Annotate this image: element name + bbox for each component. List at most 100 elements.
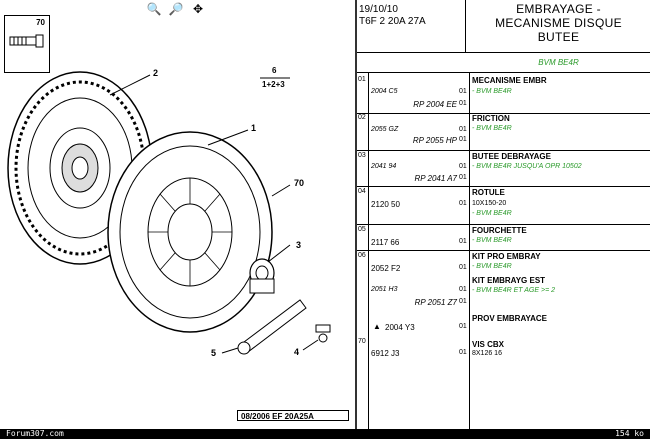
row-sub: 8X126 16: [472, 350, 502, 357]
row-separator: [357, 113, 650, 114]
row-ref: 2052 F2: [371, 264, 401, 273]
screw-part-box: 70: [4, 15, 50, 73]
row-qty: 01: [459, 264, 467, 271]
table-row[interactable]: 70 6912 J3 01 VIS CBX 8X126 16: [357, 338, 650, 362]
row-number: 04: [358, 188, 366, 195]
status-bar: Forum307.com 154 ko: [0, 429, 650, 439]
row-qty: 01: [459, 349, 467, 356]
warning-triangle-icon: ▲: [373, 322, 381, 331]
row-rp: RP 2041 A7: [414, 174, 457, 183]
callout-70: 70: [294, 178, 305, 188]
column-separator-2: [469, 72, 470, 439]
table-row[interactable]: 2051 H3 RP 2051 Z7 01 01 KIT EMBRAYG EST…: [357, 276, 650, 310]
header-date: 19/10/10: [359, 4, 398, 15]
row-rp: RP 2055 HP: [412, 136, 457, 145]
row-number: 06: [358, 252, 366, 259]
table-row[interactable]: 06 2052 F2 01 KIT PRO EMBRAY - BVM BE4R: [357, 252, 650, 276]
table-row[interactable]: 02 2055 GZ RP 2055 HP 01 01 FRICTION - B…: [357, 114, 650, 150]
table-row[interactable]: ▲ 2004 Y3 01 PROV EMBRAYACE: [357, 312, 650, 336]
ball-pivot: [315, 324, 331, 343]
row-qty: 01: [459, 286, 467, 293]
fraction-denominator: 1+2+3: [262, 80, 285, 89]
callout-4: 4: [294, 347, 300, 357]
table-row[interactable]: 01 2004 C5 RP 2004 EE 01 01 MECANISME EM…: [357, 76, 650, 114]
panel-divider: [355, 0, 357, 439]
row-sub: - BVM BE4R: [472, 125, 512, 132]
row-sub: - BVM BE4R ET AGE >= 2: [472, 287, 555, 294]
row-desc: PROV EMBRAYACE: [472, 314, 547, 323]
exploded-diagram: [7, 34, 331, 355]
row-ref: 2041 94: [371, 163, 397, 170]
row-desc: ROTULE: [472, 188, 505, 197]
column-separator-1: [368, 72, 369, 439]
release-bearing: [249, 258, 275, 294]
row-number: 03: [358, 152, 366, 159]
row-qty: 01: [459, 323, 467, 330]
row-number: 02: [358, 114, 366, 121]
fork: [237, 299, 307, 355]
row-ref: 2120 50: [371, 200, 400, 209]
row-qty-rp: 01: [459, 100, 467, 107]
row-dimension: 10X150-20: [472, 200, 507, 207]
row-qty: 01: [459, 163, 467, 170]
row-sub: - BVM BE4R JUSQU'A OPR 10502: [472, 163, 582, 170]
title-line-3: BUTEE: [537, 30, 580, 44]
row-desc: KIT EMBRAYG EST: [472, 276, 546, 285]
clutch-mechanism: [107, 131, 273, 333]
header-bottom-line-2: [357, 72, 650, 73]
row-ref: 2004 C5: [371, 88, 398, 95]
row-ref: 2004 Y3: [385, 323, 415, 332]
row-separator: [357, 150, 650, 151]
row-separator: [357, 250, 650, 251]
row-sub: - BVM BE4R: [472, 263, 512, 270]
header-separator: [465, 0, 466, 52]
row-sub: - BVM BE4R: [472, 237, 512, 244]
row-separator: [357, 224, 650, 225]
magnifier-arrows-icon[interactable]: ✥: [192, 2, 204, 16]
row-qty-rp: 01: [459, 174, 467, 181]
row-qty: 01: [459, 200, 467, 207]
row-number: 70: [358, 338, 366, 345]
row-qty: 01: [459, 238, 467, 245]
title-line-2: MECANISME DISQUE: [495, 16, 622, 30]
gearbox-label: BVM BE4R: [538, 58, 579, 67]
row-ref: 2051 H3: [371, 286, 398, 293]
row-desc: KIT PRO EMBRAY: [472, 252, 541, 261]
diagram-panel: 🔍 🔎 ✥ 70: [4, 2, 349, 421]
callout-1: 1: [251, 123, 257, 133]
row-qty: 01: [459, 88, 467, 95]
row-rp: RP 2004 EE: [413, 100, 457, 109]
callout-70-box: 70: [36, 18, 45, 27]
row-desc: FRICTION: [472, 114, 510, 123]
parts-list-panel: 19/10/10 T6F 2 20A 27A EMBRAYAGE - MECAN…: [357, 0, 650, 439]
callout-5: 5: [211, 348, 217, 358]
row-ref: 6912 J3: [371, 349, 400, 358]
row-qty: 01: [459, 126, 467, 133]
row-qty-rp: 01: [459, 136, 467, 143]
row-separator: [357, 186, 650, 187]
screw-icon: [9, 34, 44, 48]
row-sub: - BVM BE4R: [472, 88, 512, 95]
site-label: Forum307.com: [6, 429, 64, 438]
magnifier-plus-icon[interactable]: 🔍: [146, 2, 162, 16]
row-desc: FOURCHETTE: [472, 226, 527, 235]
table-row[interactable]: 04 2120 50 01 ROTULE 10X150-20 - BVM BE4…: [357, 188, 650, 224]
row-ref: 2117 66: [371, 238, 400, 247]
fraction-numerator: 6: [272, 66, 277, 75]
magnifier-minus-icon[interactable]: 🔎: [168, 2, 184, 16]
table-row[interactable]: 05 2117 66 01 FOURCHETTE - BVM BE4R: [357, 226, 650, 250]
row-qty-rp: 01: [459, 298, 467, 305]
row-rp: RP 2051 Z7: [414, 298, 457, 307]
row-ref: 2055 GZ: [371, 126, 399, 133]
header-code: T6F 2 20A 27A: [359, 16, 426, 27]
row-desc: VIS CBX: [472, 340, 505, 349]
file-size: 154 ko: [615, 429, 644, 438]
title-line-1: EMBRAYAGE -: [516, 2, 601, 16]
table-row[interactable]: 03 2041 94 RP 2041 A7 01 01 BUTEE DEBRAY…: [357, 152, 650, 186]
row-desc: MECANISME EMBR: [472, 76, 547, 85]
row-number: 01: [358, 76, 366, 83]
zoom-toolbar: 🔍 🔎 ✥: [145, 2, 207, 16]
row-desc: BUTEE DEBRAYAGE: [472, 152, 551, 161]
callout-2: 2: [153, 68, 159, 78]
header-info: 19/10/10 T6F 2 20A 27A: [359, 4, 469, 28]
